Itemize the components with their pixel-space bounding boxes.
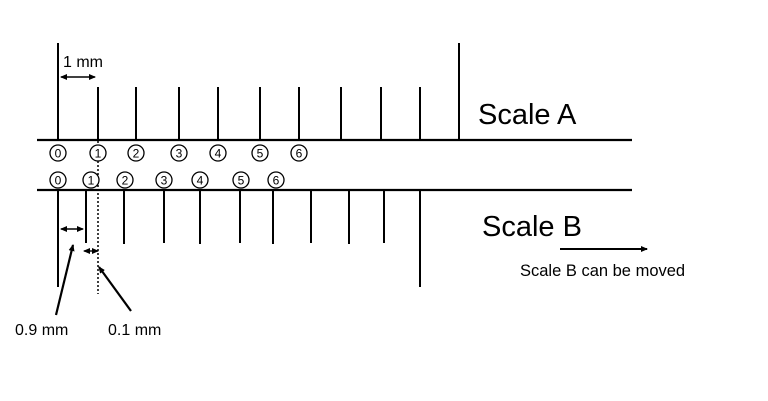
scale-a-number-text: 5 (257, 147, 264, 161)
scale-b-number-text: 1 (88, 174, 95, 188)
scale-b-number: 3 (155, 171, 173, 189)
scale-b-numbers: 0 1 2 3 4 5 6 (49, 171, 285, 189)
scale-b-ticks (57, 190, 421, 287)
scale-b-label: Scale B (482, 211, 582, 243)
scale-b-number-text: 4 (197, 174, 204, 188)
scale-a-number: 4 (209, 144, 227, 162)
scale-b-note: Scale B can be moved (520, 262, 685, 280)
scale-b-number: 5 (232, 171, 250, 189)
unit-b-label: 0.9 mm (15, 322, 68, 339)
scale-b-number: 4 (191, 171, 209, 189)
unit-b-pointer (54, 244, 75, 316)
scale-b-number-text: 6 (273, 174, 280, 188)
scale-b-number-text: 5 (238, 174, 245, 188)
scale-a-number: 1 (89, 144, 107, 162)
scale-a-number-text: 6 (296, 147, 303, 161)
scale-a-number-text: 3 (176, 147, 183, 161)
scale-b-number-text: 0 (55, 174, 62, 188)
difference-label: 0.1 mm (108, 322, 161, 339)
unit-a-label: 1 mm (63, 54, 103, 71)
scale-a-number: 2 (127, 144, 145, 162)
scale-a-number-text: 2 (133, 147, 140, 161)
scale-a-number: 6 (290, 144, 308, 162)
scale-b-number: 2 (116, 171, 134, 189)
scale-a-numbers: 0 1 2 3 4 5 6 (49, 144, 308, 162)
scale-b-number: 1 (82, 171, 100, 189)
scale-a-number: 3 (170, 144, 188, 162)
scale-a-number-text: 0 (55, 147, 62, 161)
difference-pointer (98, 266, 132, 312)
scale-a-number-text: 4 (215, 147, 222, 161)
scale-b-number-text: 3 (161, 174, 168, 188)
scale-a-label: Scale A (478, 99, 577, 131)
scale-b-number: 0 (49, 171, 67, 189)
scale-a-number: 5 (251, 144, 269, 162)
scale-a-number: 0 (49, 144, 67, 162)
scale-b-number: 6 (267, 171, 285, 189)
scale-a-ticks (57, 43, 460, 140)
scale-b-number-text: 2 (122, 174, 129, 188)
scale-a-number-text: 1 (95, 147, 102, 161)
